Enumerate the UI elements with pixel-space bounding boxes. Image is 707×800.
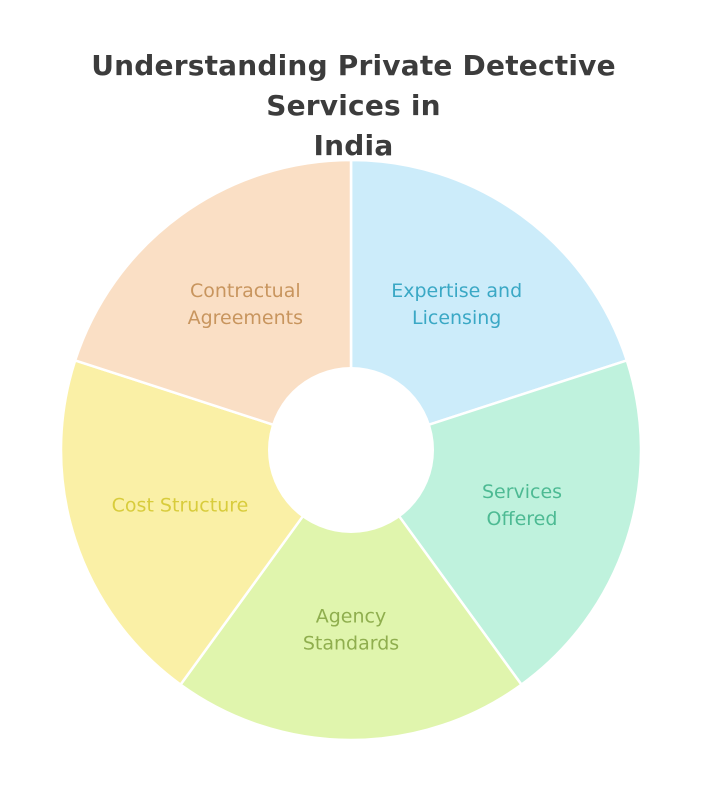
donut-center-hole: [268, 367, 434, 533]
donut-slice-label: Cost Structure: [112, 494, 249, 516]
page-title: Understanding Private Detective Services…: [91, 49, 616, 162]
donut-slices: [59, 158, 643, 742]
